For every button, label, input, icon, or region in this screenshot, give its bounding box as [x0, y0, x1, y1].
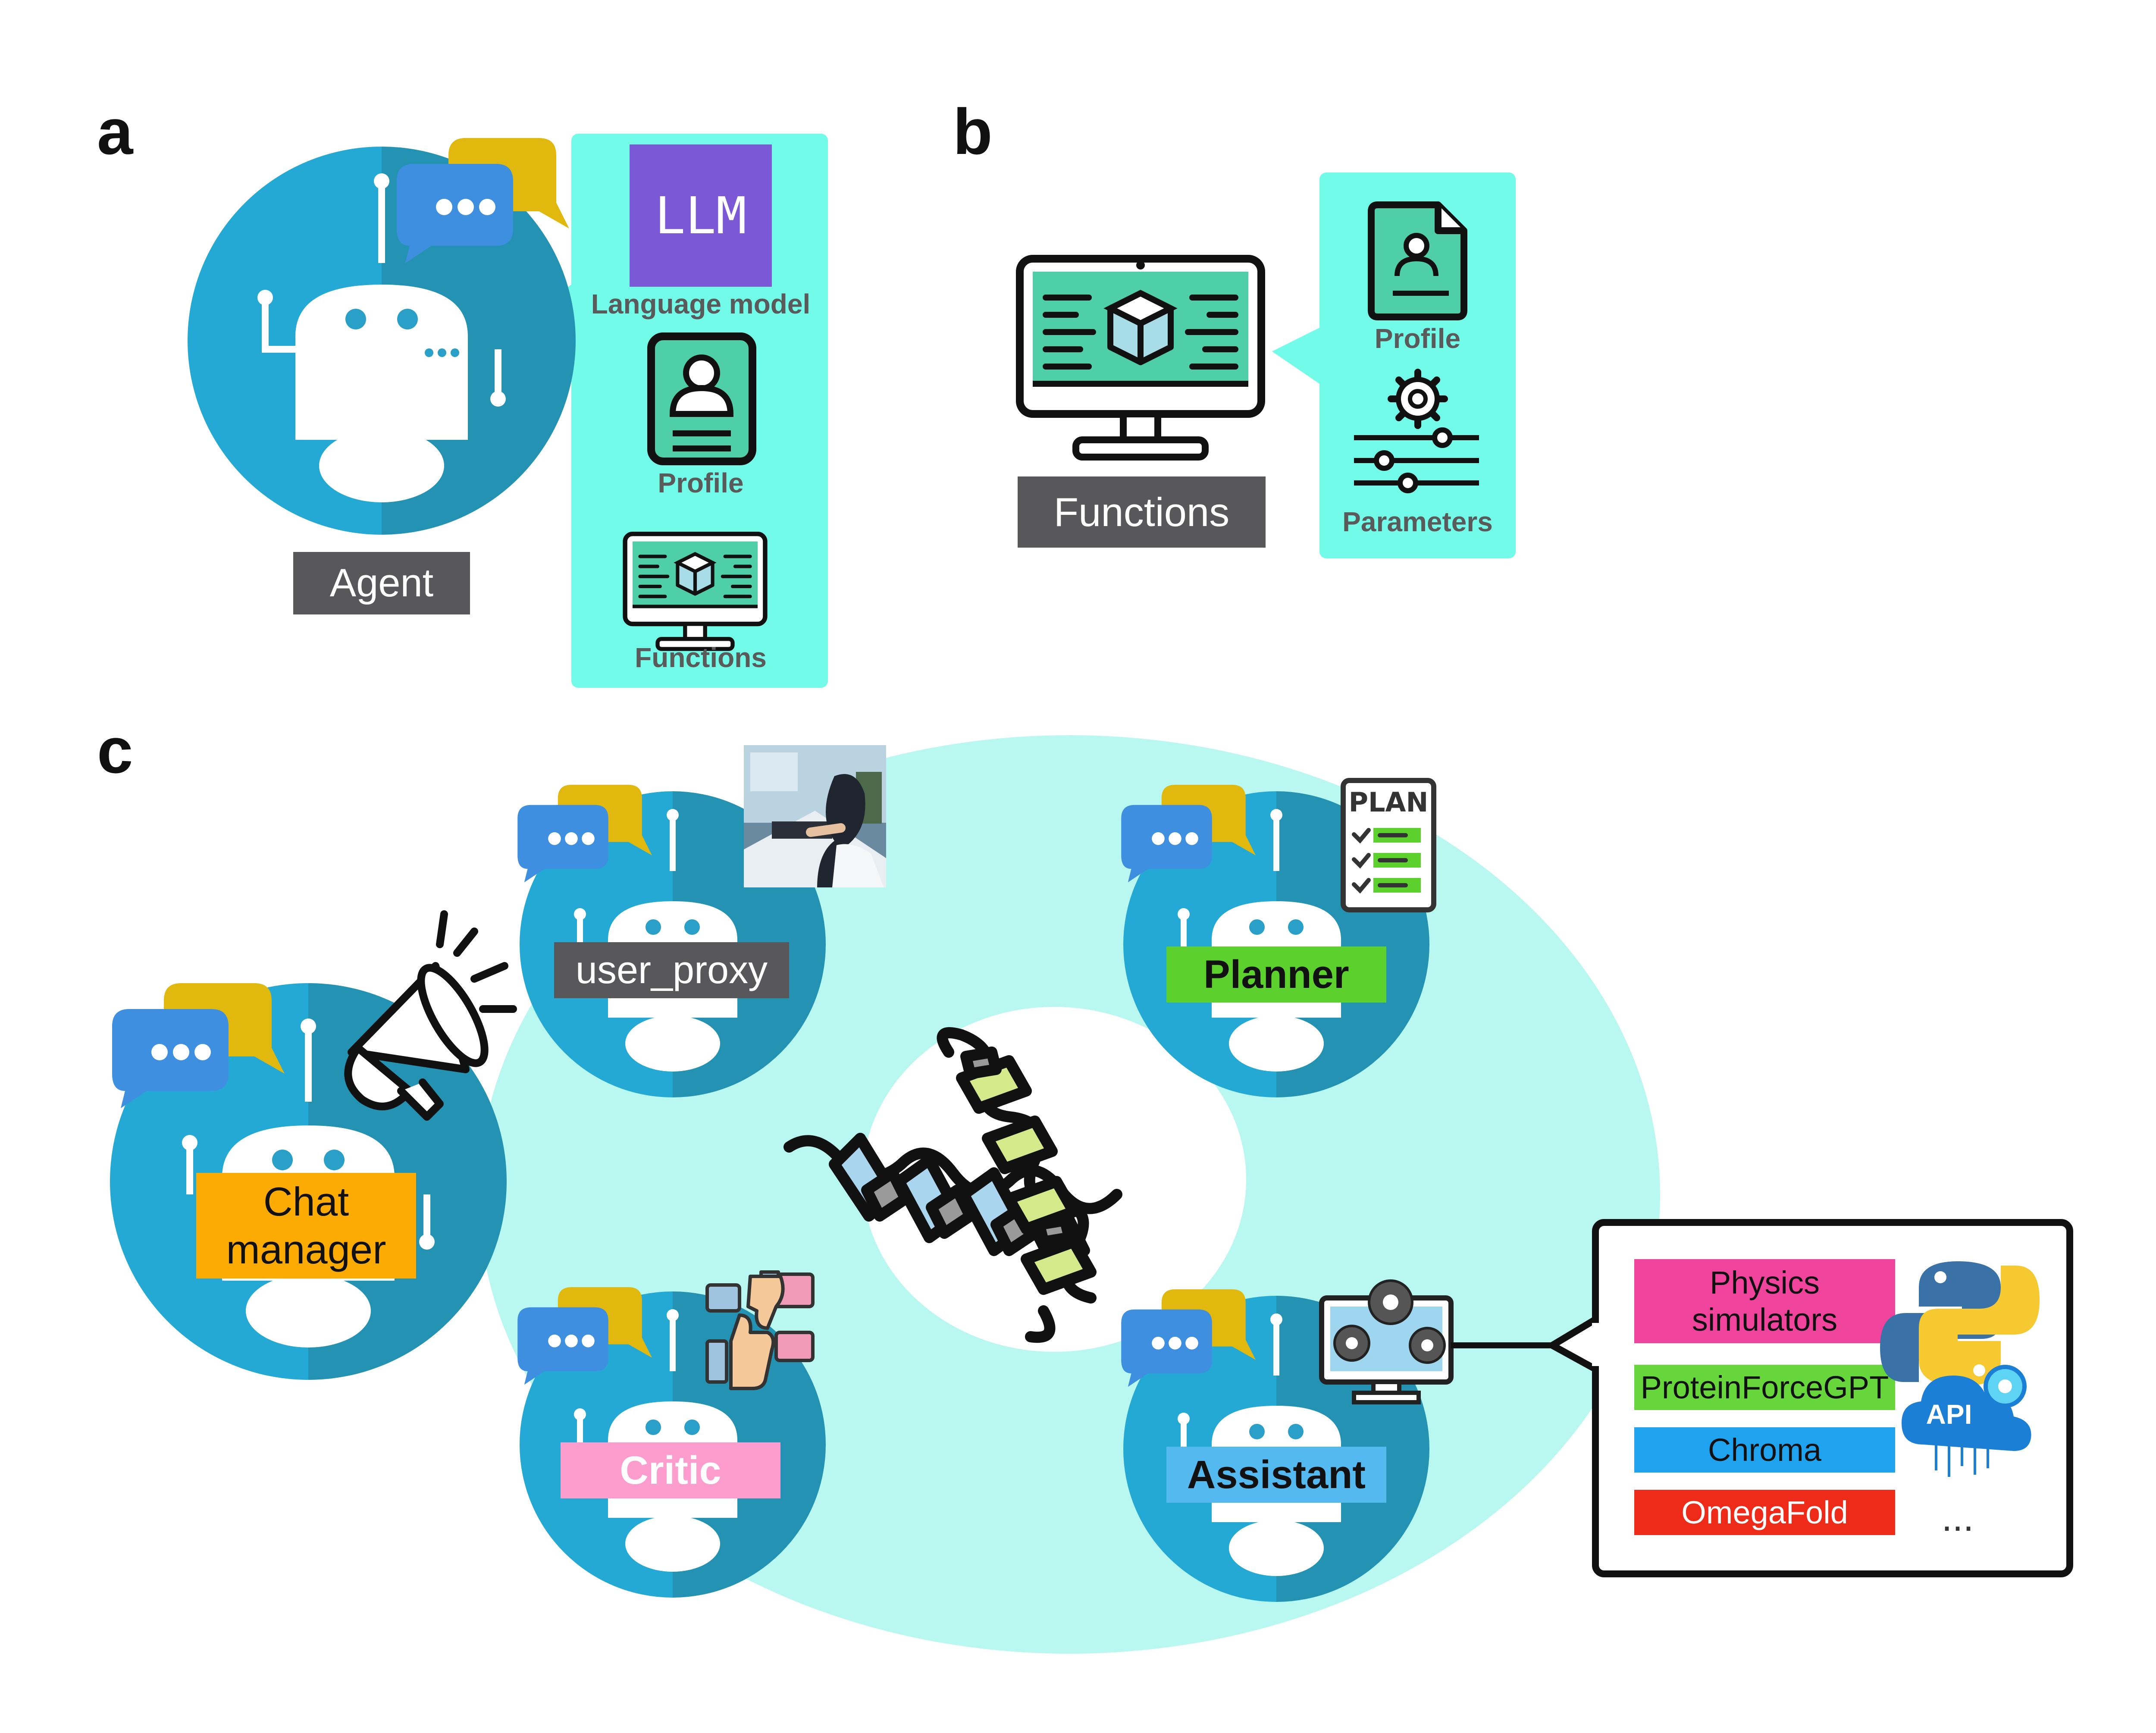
tool-bar-omegafold [1634, 1490, 1895, 1535]
profile-caption-a: Profile [658, 467, 744, 498]
api-text: API [1926, 1399, 1972, 1430]
monitor-cube-large-icon [1020, 259, 1261, 457]
tool-bar-chroma [1634, 1427, 1895, 1473]
panel-b [1020, 172, 1516, 558]
python-logo-icon [1880, 1261, 2040, 1386]
agent-label: Agent [293, 552, 470, 614]
chat-manager-line2: manager [226, 1226, 386, 1272]
api-cloud-icon [1902, 1365, 2031, 1477]
profile-card-icon [647, 332, 756, 465]
document-profile-icon [1368, 201, 1467, 320]
assistant-tag: Assistant [1166, 1447, 1386, 1503]
tool-bar-physics [1634, 1259, 1895, 1343]
planner-tag: Planner [1166, 946, 1386, 1003]
more-tools-ellipsis: ... [1941, 1496, 1974, 1539]
tool-bar-proteinforcegpt [1634, 1365, 1895, 1410]
gear-sliders-icon [1354, 369, 1479, 493]
chat-manager-tag: Chat manager [196, 1173, 416, 1279]
functions-caption-a: Functions [635, 642, 767, 673]
parameters-caption: Parameters [1342, 506, 1493, 537]
critic-tag: Critic [561, 1442, 780, 1498]
plan-text: PLAN [1348, 786, 1429, 818]
profile-caption-b: Profile [1374, 323, 1461, 354]
tool-omegafold: OmegaFold [1681, 1494, 1848, 1530]
plan-clipboard-icon [1341, 778, 1436, 912]
functions-label: Functions [1018, 476, 1266, 548]
panel-letter-a: a [97, 95, 133, 168]
feedback-thumbs-icon [705, 1270, 815, 1390]
protein-helix-icon [783, 1027, 1122, 1343]
llm-chip-icon [630, 144, 772, 287]
user-portrait-image [744, 745, 886, 887]
tool-chroma: Chroma [1708, 1432, 1822, 1468]
panel-a [188, 134, 828, 688]
chat-manager-line1: Chat [263, 1178, 349, 1224]
gears-monitor-icon [1319, 1279, 1454, 1404]
tool-physics-line2: simulators [1692, 1301, 1838, 1338]
megaphone-icon [344, 910, 517, 1121]
user-proxy-tag: user_proxy [554, 942, 789, 998]
panel-letter-c: c [97, 714, 133, 787]
panel-letter-b: b [953, 95, 993, 168]
llm-chip-text: LLM [655, 186, 747, 245]
tool-physics-line1: Physics [1710, 1265, 1820, 1301]
tools-box [1549, 1219, 2073, 1577]
tool-proteinforcegpt: ProteinForceGPT [1640, 1369, 1889, 1405]
language-model-caption: Language model [591, 288, 811, 320]
tool-physics-simulators: Physics simulators [1634, 1259, 1895, 1343]
